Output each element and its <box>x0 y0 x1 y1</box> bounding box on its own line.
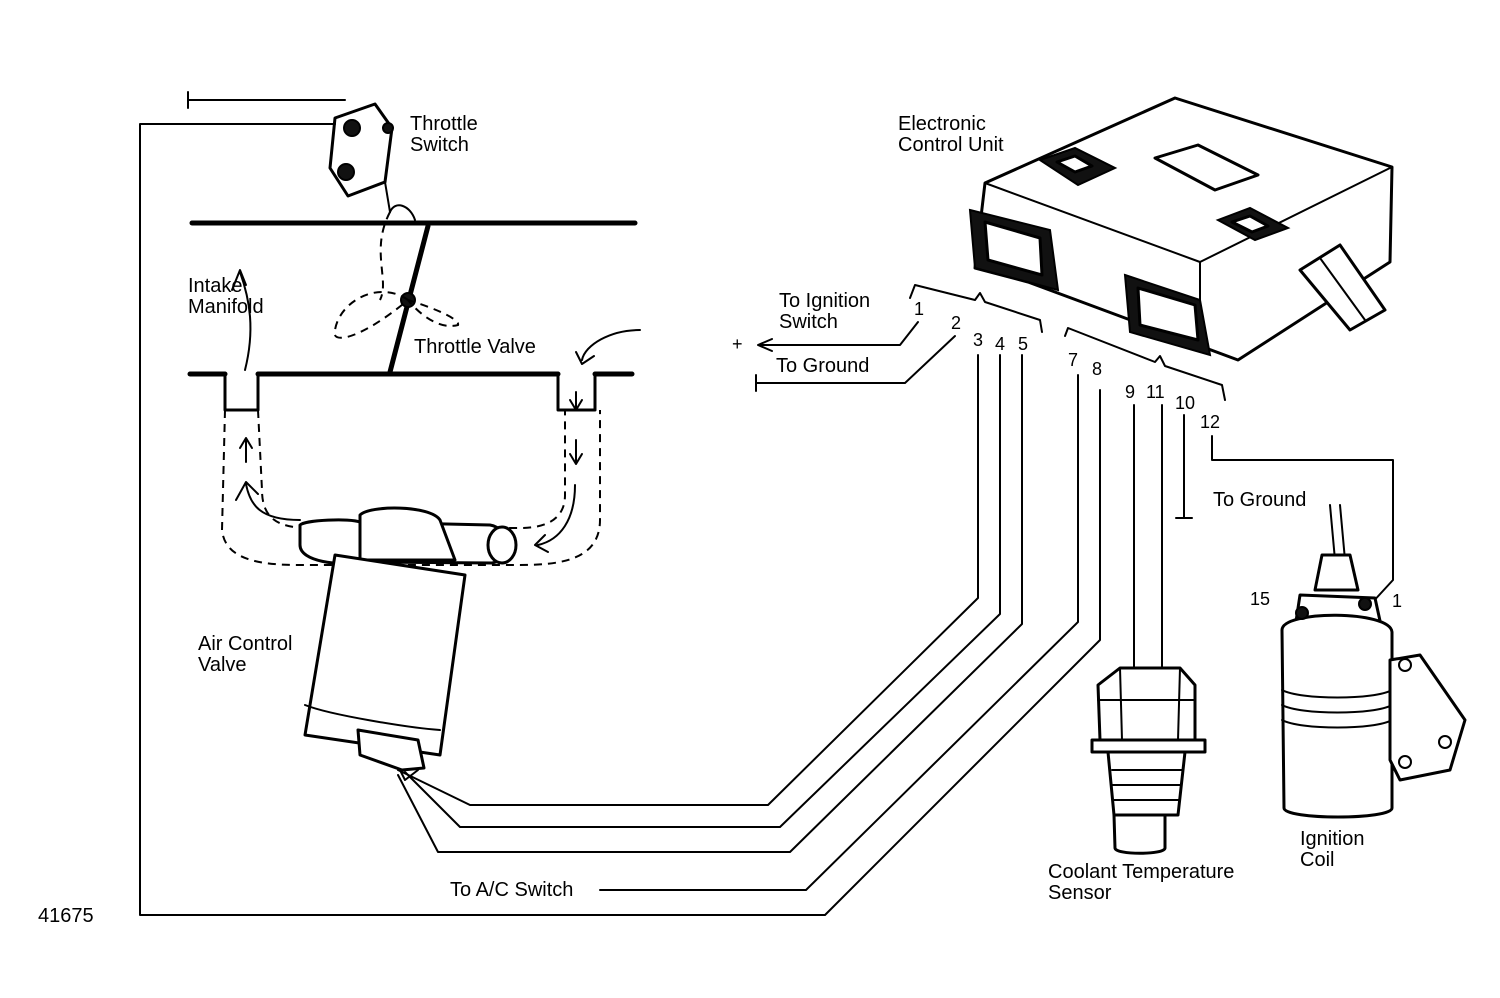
plus-sign: + <box>732 334 743 354</box>
intake-manifold <box>187 220 641 566</box>
throttle-switch-wire <box>139 123 1101 916</box>
air-control-valve-label: Air Control Valve <box>198 633 298 676</box>
to-ac-switch-label: To A/C Switch <box>450 879 573 901</box>
throttle-switch <box>187 91 416 301</box>
coil-terminal-1: 1 <box>1392 591 1402 611</box>
pin-11: 11 <box>1146 382 1165 402</box>
pin-3: 3 <box>973 330 983 350</box>
wire-pin-3 <box>397 354 979 806</box>
pin-5: 5 <box>1018 334 1028 354</box>
throttle-valve-label: Throttle Valve <box>414 336 536 358</box>
ignition-coil-label: Ignition Coil <box>1300 828 1370 871</box>
coolant-temperature-sensor-label: Coolant Temperature Sensor <box>1048 861 1240 904</box>
pin-1: 1 <box>914 299 924 319</box>
ecu-pin-numbers: 1 2 3 4 5 7 8 9 11 10 12 <box>914 299 1220 432</box>
intake-manifold-label: Intake Manifold <box>188 275 264 318</box>
wire-ignition-switch <box>759 321 919 346</box>
pin-12: 12 <box>1200 412 1220 432</box>
ignition-coil <box>1280 504 1467 819</box>
electronic-control-unit-label: Electronic Control Unit <box>898 113 1004 156</box>
pin-4: 4 <box>995 334 1005 354</box>
pin-2: 2 <box>951 313 961 333</box>
figure-number: 41675 <box>38 905 94 927</box>
pin-10: 10 <box>1175 393 1195 413</box>
throttle-valve <box>333 223 459 375</box>
wire-pin-12 <box>1211 435 1394 606</box>
coil-terminal-15: 15 <box>1250 589 1270 609</box>
to-ground-right-label: To Ground <box>1213 489 1306 511</box>
pin-8: 8 <box>1092 359 1102 379</box>
pin-7: 7 <box>1068 350 1078 370</box>
throttle-switch-label: Throttle Switch <box>410 113 483 156</box>
pin-9: 9 <box>1125 382 1135 402</box>
ecu-pin-bracket <box>909 284 1226 401</box>
wire-ac-switch <box>599 374 1079 891</box>
wire-ground-left <box>755 335 956 384</box>
wire-pin-4 <box>404 354 1001 828</box>
coolant-temperature-sensor <box>1090 666 1207 855</box>
wire-pin-5 <box>397 354 1023 853</box>
to-ground-left-label: To Ground <box>776 355 869 377</box>
electronic-control-unit <box>968 96 1394 362</box>
to-ignition-switch-label: To Ignition Switch <box>779 290 876 333</box>
air-control-valve <box>298 506 518 781</box>
